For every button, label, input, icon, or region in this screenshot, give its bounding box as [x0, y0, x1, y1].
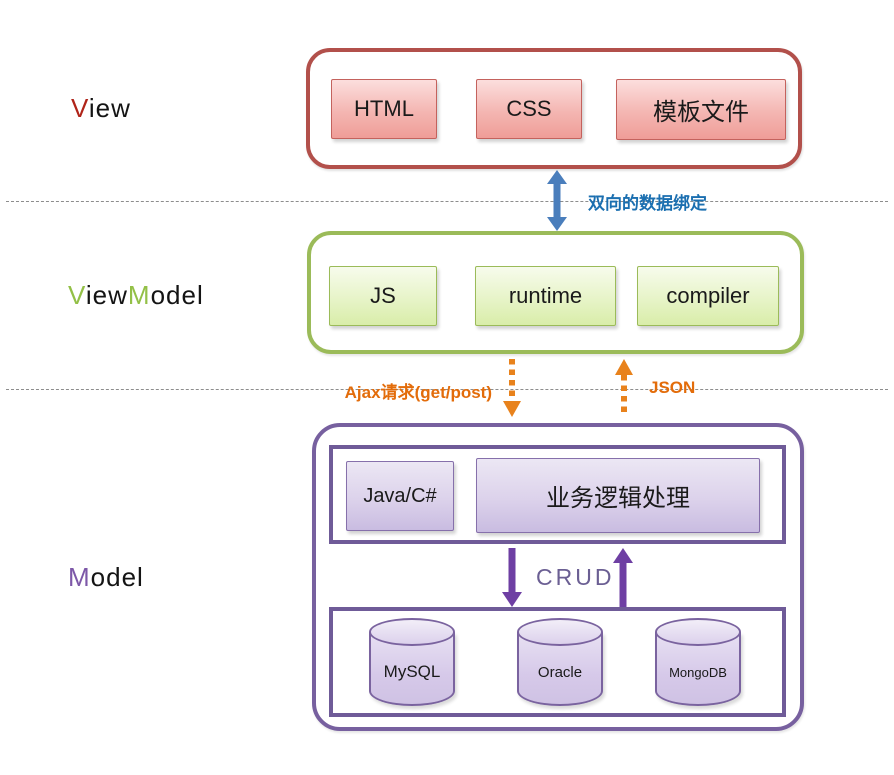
separator-line-viewmodel-model: [6, 389, 888, 390]
two-way-binding-arrow: [547, 170, 567, 231]
database-label: MongoDB: [669, 664, 727, 680]
cylinder-top: [517, 618, 603, 646]
model-box-business-logic: 业务逻辑处理: [476, 458, 760, 533]
model-box-java-csharp: Java/C#: [346, 461, 454, 531]
crud-label: CRUD: [536, 564, 615, 590]
viewmodel-label-part: odel: [150, 280, 204, 310]
view-layer-label: View: [71, 93, 131, 124]
cylinder-top: [655, 618, 741, 646]
database-cylinder-mysql: MySQL: [369, 618, 455, 706]
viewmodel-label-part: iew: [85, 280, 128, 310]
view-label-part: iew: [88, 93, 131, 123]
model-layer-label: Model: [68, 562, 144, 593]
viewmodel-label-part: V: [68, 280, 86, 310]
ajax-request-arrow: [503, 359, 521, 417]
json-response-arrow: [615, 359, 633, 417]
crud-down-arrow: [502, 548, 522, 607]
view-box-html: HTML: [331, 79, 437, 139]
cylinder-top: [369, 618, 455, 646]
model-label-part: odel: [90, 562, 144, 592]
viewmodel-box-js: JS: [329, 266, 437, 326]
database-label: MySQL: [383, 662, 441, 681]
crud-up-arrow: [613, 548, 633, 608]
viewmodel-label-part: M: [127, 280, 151, 310]
viewmodel-layer-label: ViewModel: [68, 280, 204, 311]
viewmodel-box-runtime: runtime: [475, 266, 616, 326]
viewmodel-box-compiler: compiler: [637, 266, 779, 326]
cylinder-body: Oracle: [517, 632, 603, 706]
model-label-part: M: [68, 562, 91, 592]
separator-line-view-viewmodel: [6, 201, 888, 202]
ajax-label: Ajax请求(get/post): [344, 383, 492, 402]
database-cylinder-oracle: Oracle: [517, 618, 603, 706]
json-label: JSON: [649, 378, 696, 397]
database-cylinder-mongodb: MongoDB: [655, 618, 741, 706]
binding-label: 双向的数据绑定: [588, 194, 707, 213]
view-box-css: CSS: [476, 79, 582, 139]
view-box-template-file: 模板文件: [616, 79, 786, 140]
database-label: Oracle: [537, 663, 583, 681]
view-label-part: V: [71, 93, 89, 123]
